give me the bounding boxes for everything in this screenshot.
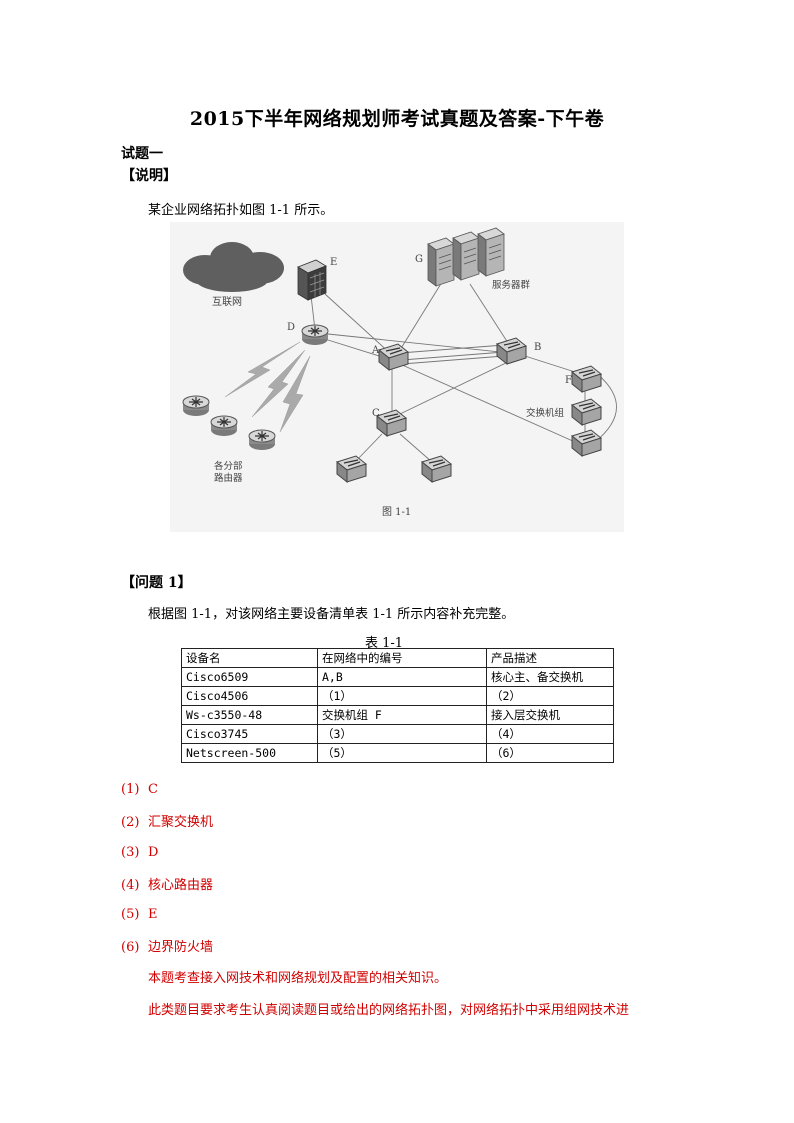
label-branch-line2: 路由器	[214, 472, 243, 484]
link-e-a	[324, 293, 393, 356]
link-b-f	[524, 355, 576, 373]
firewall-icon	[297, 259, 327, 301]
answer-label: (4)	[121, 878, 140, 893]
answer-2: (2) 汇聚交换机	[121, 811, 213, 830]
analysis-line-2: 此类题目要求考生认真阅读题目或给出的网络拓扑图，对网络拓扑中采用组网技术进	[148, 1003, 630, 1018]
answer-label: (3)	[121, 845, 140, 860]
branch-router-1-icon	[182, 395, 210, 417]
problem-heading: 【问题 1】	[121, 575, 192, 591]
label-branch-line1: 各分部	[214, 460, 243, 472]
table-row: Cisco6509 A,B 核心主、备交换机	[181, 667, 614, 687]
table-row: Cisco3745 （3） （4）	[181, 724, 614, 744]
label-f: F	[565, 375, 572, 386]
wireless-links	[224, 341, 311, 433]
link-d-b	[327, 333, 511, 354]
page-title: 2015下半年网络规划师考试真题及答案-下午卷	[189, 108, 605, 130]
answer-text: 边界防火墙	[148, 940, 214, 955]
answer-5: (5) E	[121, 907, 158, 922]
link-a-b-1	[399, 344, 505, 354]
analysis-line-1: 本题考查接入网技术和网络规划及配置的相关知识。	[148, 971, 448, 986]
answer-text: C	[148, 782, 158, 797]
link-c-sw1	[354, 433, 383, 463]
table-cell: 核心主、备交换机	[486, 667, 614, 687]
switch-f1-icon	[571, 365, 602, 393]
answer-4: (4) 核心路由器	[121, 874, 213, 893]
table-cell: Cisco3745	[181, 724, 318, 744]
answer-6: (6) 边界防火墙	[121, 936, 213, 955]
answer-3: (3) D	[121, 845, 158, 860]
answer-text: 汇聚交换机	[148, 815, 214, 830]
figure-caption: 图 1-1	[382, 506, 411, 518]
label-e: E	[330, 257, 337, 268]
table-cell: （3）	[317, 724, 487, 744]
table-cell: Netscreen-500	[181, 743, 318, 763]
answer-label: (1)	[121, 782, 140, 797]
table-cell: （4）	[486, 724, 614, 744]
link-a-b-2	[401, 351, 505, 361]
answer-1: (1) C	[121, 782, 158, 797]
network-topology-figure: 互联网 E G 服务器群 D A B C F	[170, 222, 624, 532]
table-cell: 交换机组 F	[317, 705, 487, 725]
switch-f3-icon	[571, 429, 602, 457]
topology-diagram: 互联网 E G 服务器群 D A B C F	[182, 227, 617, 518]
label-d: D	[287, 322, 295, 333]
table-header-cell: 在网络中的编号	[317, 648, 487, 668]
table-row: Netscreen-500 （5） （6）	[181, 743, 614, 763]
label-g: G	[415, 254, 423, 265]
table-cell: （2）	[486, 686, 614, 706]
label-b: B	[534, 342, 541, 353]
device-table: 设备名 在网络中的编号 产品描述 Cisco6509 A,B 核心主、备交换机 …	[181, 648, 614, 763]
access-switch-1-icon	[336, 455, 367, 483]
table-cell: （1）	[317, 686, 487, 706]
label-c: C	[372, 408, 380, 419]
answer-text: D	[148, 845, 159, 860]
answer-label: (2)	[121, 815, 140, 830]
table-header-cell: 产品描述	[486, 648, 614, 668]
label-servers: 服务器群	[492, 279, 531, 291]
intro-paragraph: 某企业网络拓扑如图 1-1 所示。	[148, 203, 334, 218]
table-cell: 接入层交换机	[486, 705, 614, 725]
answer-text: E	[148, 907, 158, 922]
label-switch-group: 交换机组	[526, 407, 565, 419]
internet-cloud-icon	[183, 242, 284, 292]
answer-label: (5)	[121, 907, 140, 922]
branch-router-3-icon	[248, 429, 276, 451]
table-caption: 表 1-1	[365, 636, 404, 651]
answer-text: 核心路由器	[148, 878, 214, 893]
label-a: A	[371, 345, 380, 356]
table-row: Ws-c3550-48 交换机组 F 接入层交换机	[181, 705, 614, 725]
question-heading: 试题一	[121, 146, 163, 162]
link-c-sw2	[399, 433, 433, 463]
link-b-c	[399, 360, 511, 415]
table-cell: Cisco6509	[181, 667, 318, 687]
link-a-b-3	[401, 355, 505, 365]
switch-f2-icon	[571, 398, 602, 426]
router-d-icon	[301, 324, 329, 346]
link-f-chain	[594, 371, 617, 443]
link-a-f	[399, 363, 576, 443]
table-cell: Ws-c3550-48	[181, 705, 318, 725]
answer-label: (6)	[121, 940, 140, 955]
switch-b-icon	[496, 337, 527, 365]
table-cell: Cisco4506	[181, 686, 318, 706]
table-cell: （5）	[317, 743, 487, 763]
switch-c-icon	[376, 409, 407, 437]
problem-paragraph: 根据图 1-1，对该网络主要设备清单表 1-1 所示内容补充完整。	[148, 607, 515, 622]
table-header-cell: 设备名	[181, 648, 318, 668]
branch-router-2-icon	[210, 415, 238, 437]
link-g-b	[469, 283, 511, 347]
server-group-icon	[427, 227, 505, 287]
access-switch-2-icon	[421, 455, 452, 483]
table-header-row: 设备名 在网络中的编号 产品描述	[181, 648, 614, 668]
label-internet: 互联网	[212, 296, 242, 308]
table-cell: （6）	[486, 743, 614, 763]
table-cell: A,B	[317, 667, 487, 687]
table-row: Cisco4506 （1） （2）	[181, 686, 614, 706]
explain-heading: 【说明】	[121, 168, 177, 184]
link-g-a	[399, 281, 443, 351]
